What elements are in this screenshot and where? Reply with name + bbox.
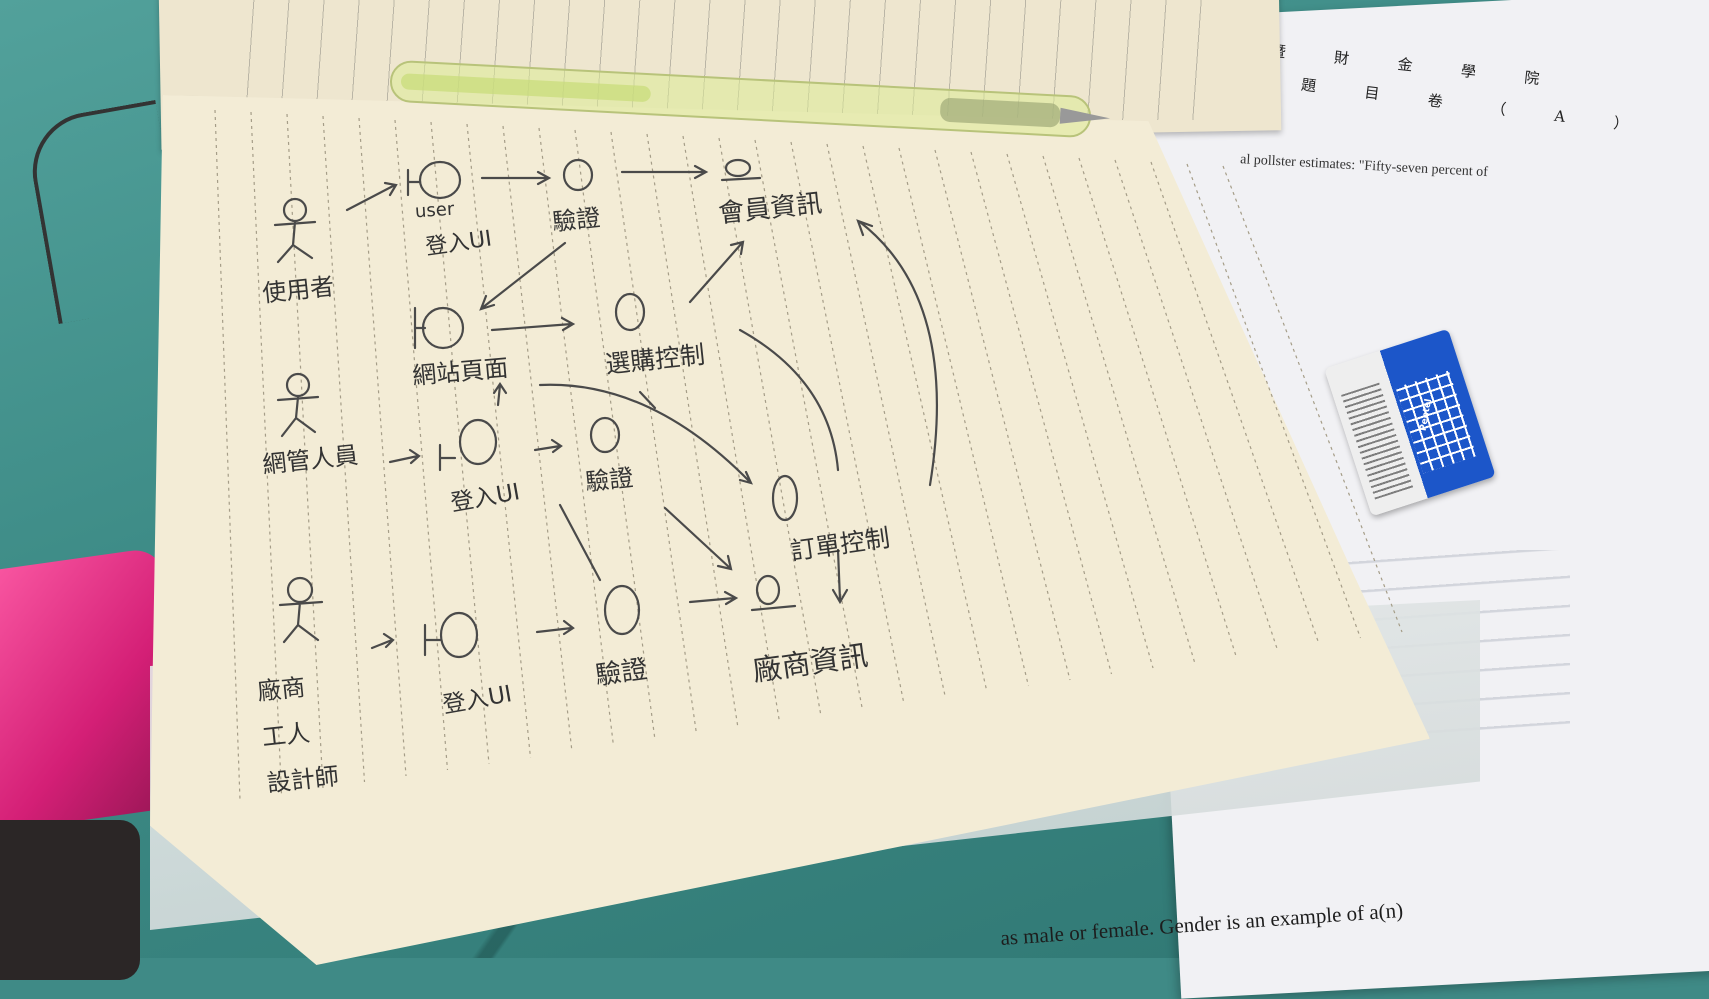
boundary-icon-website — [413, 306, 465, 350]
handwritten-diagram — [273, 158, 939, 659]
actor-admin-icon — [276, 372, 320, 438]
ruled-line — [358, 117, 407, 777]
node-label-verify-2: 驗證 — [583, 463, 635, 497]
ruled-line — [250, 111, 283, 795]
actor-user-icon — [273, 197, 317, 264]
dark-object — [0, 820, 140, 980]
ruled-line — [1186, 163, 1362, 639]
pen-clip — [401, 73, 651, 102]
ruled-line — [1150, 161, 1320, 645]
control-icon-cart — [614, 292, 646, 332]
control-icon-verify-1 — [562, 158, 594, 192]
ruled-line — [682, 135, 781, 723]
ruled-line — [754, 139, 864, 711]
ruled-line — [1078, 157, 1237, 657]
entity-icon-vendor — [750, 574, 797, 612]
actor-vendor-icon — [278, 576, 324, 644]
ruled-line — [1006, 153, 1154, 669]
ruled-line — [934, 149, 1071, 681]
ruled-line — [898, 147, 1030, 687]
pen-grip — [940, 97, 1061, 128]
ruled-line — [466, 123, 532, 759]
ruled-line — [970, 151, 1113, 675]
control-icon-verify-2 — [589, 416, 621, 454]
ruled-line — [862, 145, 988, 693]
pen — [390, 60, 1111, 138]
node-label-user-en: user — [414, 198, 455, 223]
ruled-line — [610, 131, 698, 735]
control-icon-order — [771, 474, 799, 522]
pen-tip — [1059, 107, 1111, 124]
boundary-icon-user-login — [406, 160, 462, 200]
actor-label-user: 使用者 — [260, 272, 336, 308]
ruled-line — [574, 129, 656, 741]
ruled-line — [1114, 159, 1279, 651]
node-label-verify-3: 驗證 — [593, 654, 650, 692]
ruled-line — [214, 109, 241, 801]
ruled-line — [646, 133, 739, 729]
ruled-line — [790, 141, 905, 705]
control-icon-verify-3 — [603, 584, 641, 636]
boundary-icon-vendor-login — [423, 611, 479, 659]
arrows — [345, 164, 939, 650]
ruled-line — [1222, 165, 1403, 633]
entity-icon-member — [720, 158, 762, 182]
node-label-verify-1: 驗證 — [550, 203, 602, 237]
ruled-line — [286, 113, 324, 789]
boundary-icon-admin-login — [438, 418, 498, 472]
ruled-line — [538, 127, 615, 747]
actor-label-vendor: 廠商 工人 設計師 — [255, 673, 341, 798]
